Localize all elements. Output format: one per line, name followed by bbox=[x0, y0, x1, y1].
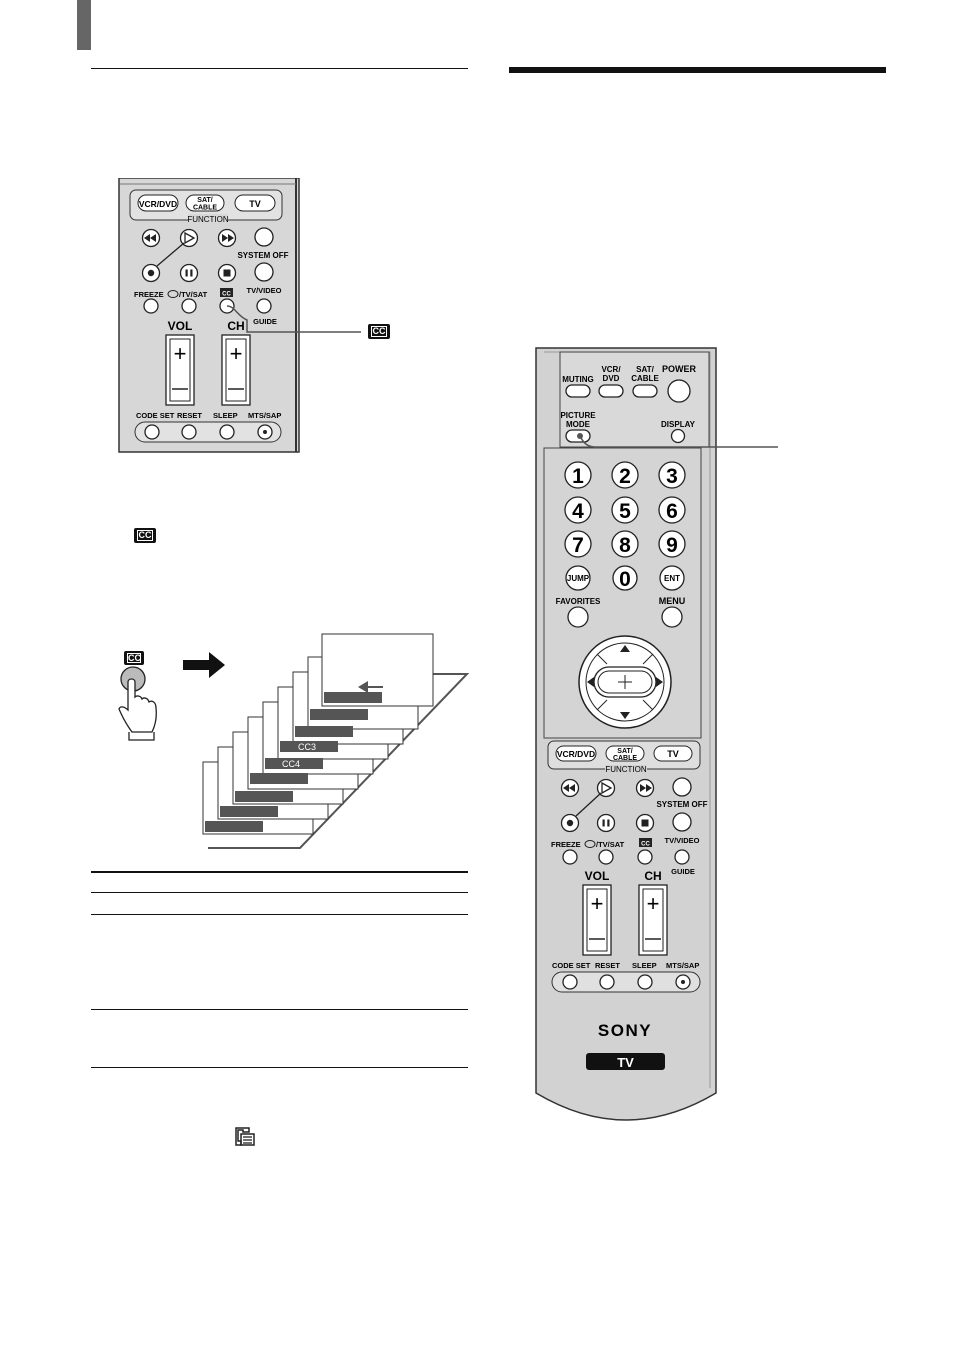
svg-text:CC: CC bbox=[222, 292, 231, 298]
large-tvvideo-label: TV/VIDEO bbox=[664, 836, 699, 845]
small-function-label: FUNCTION bbox=[187, 215, 229, 224]
large-mtssap-label: MTS/SAP bbox=[666, 961, 699, 970]
table-rule-2 bbox=[91, 914, 468, 915]
small-mtssap-label: MTS/SAP bbox=[248, 411, 281, 420]
cc-modes-cascade: CC3 CC4 bbox=[202, 633, 470, 849]
favorites-label: FAVORITES bbox=[556, 597, 601, 606]
large-function-label: FUNCTION bbox=[605, 765, 647, 774]
tv-badge: TV bbox=[617, 1055, 634, 1070]
small-tvsat-label: /TV/SAT bbox=[179, 290, 208, 299]
small-codeset-label: CODE SET bbox=[136, 411, 175, 420]
cc-callout-icon: CC bbox=[368, 324, 390, 339]
right-heading-bar bbox=[509, 67, 886, 73]
svg-text:SAT/: SAT/ bbox=[197, 197, 212, 204]
muting-label: MUTING bbox=[562, 375, 594, 384]
svg-text:VCR/: VCR/ bbox=[601, 365, 621, 374]
large-codeset-label: CODE SET bbox=[552, 961, 591, 970]
large-freeze-label: FREEZE bbox=[551, 840, 581, 849]
small-remote-illustration: VCR/DVD SAT/ CABLE TV FUNCTION SYSTEM OF… bbox=[118, 178, 300, 453]
small-system-off-label: SYSTEM OFF bbox=[237, 251, 288, 260]
svg-text:SAT/: SAT/ bbox=[617, 748, 632, 755]
table-rule-bottom bbox=[91, 1067, 468, 1068]
inline-cc-icon: CC bbox=[134, 528, 156, 543]
svg-text:CABLE: CABLE bbox=[613, 755, 637, 762]
large-tv-label: TV bbox=[667, 749, 679, 759]
menu-label: MENU bbox=[659, 596, 686, 606]
settings-icon bbox=[235, 1127, 255, 1146]
display-label: DISPLAY bbox=[661, 420, 696, 429]
svg-text:2: 2 bbox=[619, 465, 631, 488]
svg-text:+: + bbox=[647, 891, 660, 916]
table-rule-3 bbox=[91, 1009, 468, 1010]
power-label: POWER bbox=[662, 364, 697, 374]
svg-text:+: + bbox=[174, 341, 187, 366]
small-sleep-label: SLEEP bbox=[213, 411, 238, 420]
cc-button-press-hand bbox=[118, 666, 158, 741]
left-top-rule bbox=[91, 68, 468, 69]
small-reset-label: RESET bbox=[177, 411, 202, 420]
large-sleep-label: SLEEP bbox=[632, 961, 657, 970]
small-vol-label: VOL bbox=[168, 319, 193, 333]
svg-text:SAT/: SAT/ bbox=[636, 365, 654, 374]
small-function-buttons: VCR/DVD SAT/ CABLE TV bbox=[137, 194, 276, 212]
large-tvsat-label: /TV/SAT bbox=[596, 840, 625, 849]
picture-mode-callout-line bbox=[577, 433, 778, 448]
svg-text:CC: CC bbox=[641, 842, 650, 848]
table-rule-top bbox=[91, 871, 468, 873]
svg-text:9: 9 bbox=[666, 534, 678, 557]
svg-text:MODE: MODE bbox=[566, 420, 591, 429]
small-tv-label: TV bbox=[249, 199, 261, 209]
svg-text:3: 3 bbox=[666, 465, 678, 488]
large-ch-label: CH bbox=[644, 869, 661, 883]
diagram-cc-icon: CC bbox=[124, 651, 144, 665]
svg-text:1: 1 bbox=[572, 465, 584, 488]
large-vol-label: VOL bbox=[585, 869, 610, 883]
svg-text:7: 7 bbox=[572, 534, 584, 557]
svg-text:6: 6 bbox=[666, 500, 678, 523]
small-guide-label: GUIDE bbox=[253, 317, 277, 326]
diagram-arrow bbox=[183, 652, 225, 678]
svg-text:4: 4 bbox=[572, 500, 584, 523]
svg-text:8: 8 bbox=[619, 534, 631, 557]
svg-text:+: + bbox=[591, 891, 604, 916]
large-system-off-label: SYSTEM OFF bbox=[656, 800, 707, 809]
jump-label: JUMP bbox=[567, 574, 590, 583]
cc-callout-connector bbox=[226, 305, 361, 333]
table-rule-1 bbox=[91, 892, 468, 893]
ent-label: ENT bbox=[664, 574, 680, 583]
large-vcr-dvd-label: VCR/DVD bbox=[557, 749, 595, 759]
svg-text:0: 0 bbox=[619, 568, 631, 591]
small-freeze-label: FREEZE bbox=[134, 290, 164, 299]
small-ch-label: CH bbox=[227, 319, 244, 333]
svg-text:5: 5 bbox=[619, 500, 631, 523]
svg-text:DVD: DVD bbox=[603, 374, 620, 383]
large-reset-label: RESET bbox=[595, 961, 620, 970]
svg-text:CABLE: CABLE bbox=[631, 374, 659, 383]
small-tvvideo-label: TV/VIDEO bbox=[246, 286, 281, 295]
svg-text:+: + bbox=[230, 341, 243, 366]
large-guide-label: GUIDE bbox=[671, 867, 695, 876]
cc3-label: CC3 bbox=[298, 742, 316, 752]
cc4-label: CC4 bbox=[282, 759, 300, 769]
sony-logo: SONY bbox=[598, 1021, 652, 1040]
small-vcr-dvd-label: VCR/DVD bbox=[139, 199, 177, 209]
large-remote-illustration: MUTING VCR/ DVD SAT/ CABLE POWER PICTURE… bbox=[535, 347, 717, 1121]
svg-text:CABLE: CABLE bbox=[193, 205, 217, 212]
svg-text:PICTURE: PICTURE bbox=[560, 411, 596, 420]
section-tab-marker bbox=[77, 0, 91, 50]
